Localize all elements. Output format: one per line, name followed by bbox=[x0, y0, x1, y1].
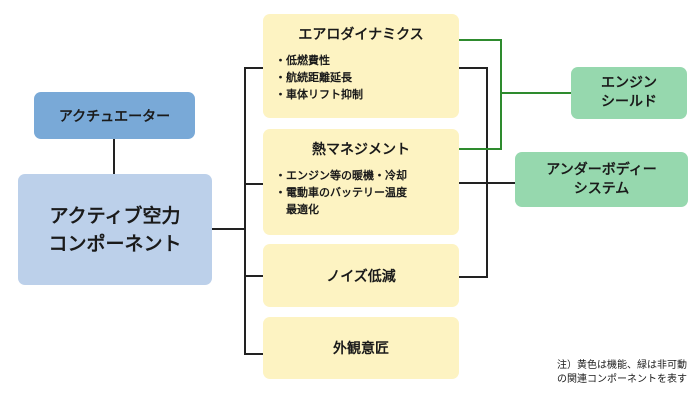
actuator-to-component-line bbox=[113, 139, 115, 175]
engine-shield-box: エンジン シールド bbox=[571, 67, 687, 119]
noise-reduction-box: ノイズ低減 bbox=[263, 244, 459, 307]
function-trunk-line bbox=[244, 67, 246, 354]
underbody-system-line-2: システム bbox=[573, 180, 630, 197]
aerodynamics-box: エアロダイナミクス ・低燃費性 ・航続距離延長 ・車体リフト抑制 bbox=[263, 14, 459, 118]
thermal-management-box: 熱マネジメント ・エンジン等の暖機・冷却 ・電動車のバッテリー温度 最適化 bbox=[263, 129, 459, 235]
trunk-to-noise-line bbox=[244, 275, 263, 277]
thermal-bullet: 最適化 bbox=[275, 203, 319, 216]
thermal-bullet: ・電動車のバッテリー温度 bbox=[275, 186, 407, 199]
appearance-design-title: 外観意匠 bbox=[333, 341, 389, 357]
engine-shield-line-1: エンジン bbox=[601, 75, 657, 91]
aerodynamics-bullet: ・車体リフト抑制 bbox=[275, 88, 363, 101]
trunk-to-aero-line bbox=[244, 67, 263, 69]
aerodynamics-bullet-list: ・低燃費性 ・航続距離延長 ・車体リフト抑制 bbox=[275, 52, 459, 103]
bracket-to-shield-line bbox=[500, 92, 571, 94]
legend-note: 注）黄色は機能、緑は非可動 の関連コンポーネントを表す bbox=[557, 359, 687, 387]
active-aero-line-2: コンポーネント bbox=[48, 232, 182, 255]
aerodynamics-title: エアロダイナミクス bbox=[298, 27, 424, 43]
underbody-system-line-1: アンダーボディー bbox=[546, 161, 657, 178]
thermal-management-title: 熱マネジメント bbox=[312, 142, 410, 158]
thermal-to-underbody-line bbox=[459, 182, 516, 184]
noise-reduction-title: ノイズ低減 bbox=[326, 268, 396, 285]
aerodynamics-bullet: ・航続距離延長 bbox=[275, 71, 352, 84]
aero-to-underbody-bracket-top bbox=[459, 67, 488, 69]
active-aero-line-1: アクティブ空力 bbox=[49, 204, 181, 227]
shield-bracket-vertical bbox=[500, 39, 502, 150]
legend-note-line-2: の関連コンポーネントを表す bbox=[557, 374, 687, 385]
actuator-label: アクチュエーター bbox=[58, 108, 171, 125]
underbody-bracket-vertical bbox=[486, 67, 488, 278]
engine-shield-line-2: シールド bbox=[601, 94, 657, 110]
legend-note-line-1: 注）黄色は機能、緑は非可動 bbox=[557, 360, 687, 371]
aerodynamics-bullet: ・低燃費性 bbox=[275, 54, 330, 67]
appearance-design-box: 外観意匠 bbox=[263, 317, 459, 379]
thermal-bullet-list: ・エンジン等の暖機・冷却 ・電動車のバッテリー温度 最適化 bbox=[275, 167, 459, 218]
aero-to-shield-line bbox=[459, 39, 502, 41]
trunk-to-thermal-line bbox=[244, 183, 263, 185]
trunk-to-appearance-line bbox=[244, 353, 263, 355]
actuator-box: アクチュエーター bbox=[34, 92, 195, 139]
thermal-bullet: ・エンジン等の暖機・冷却 bbox=[275, 169, 407, 182]
component-to-trunk-line bbox=[212, 228, 245, 230]
noise-to-underbody-bracket-bottom bbox=[459, 276, 488, 278]
active-aero-component-box: アクティブ空力 コンポーネント bbox=[18, 174, 212, 285]
underbody-system-box: アンダーボディー システム bbox=[515, 152, 688, 207]
thermal-to-shield-line bbox=[459, 148, 502, 150]
